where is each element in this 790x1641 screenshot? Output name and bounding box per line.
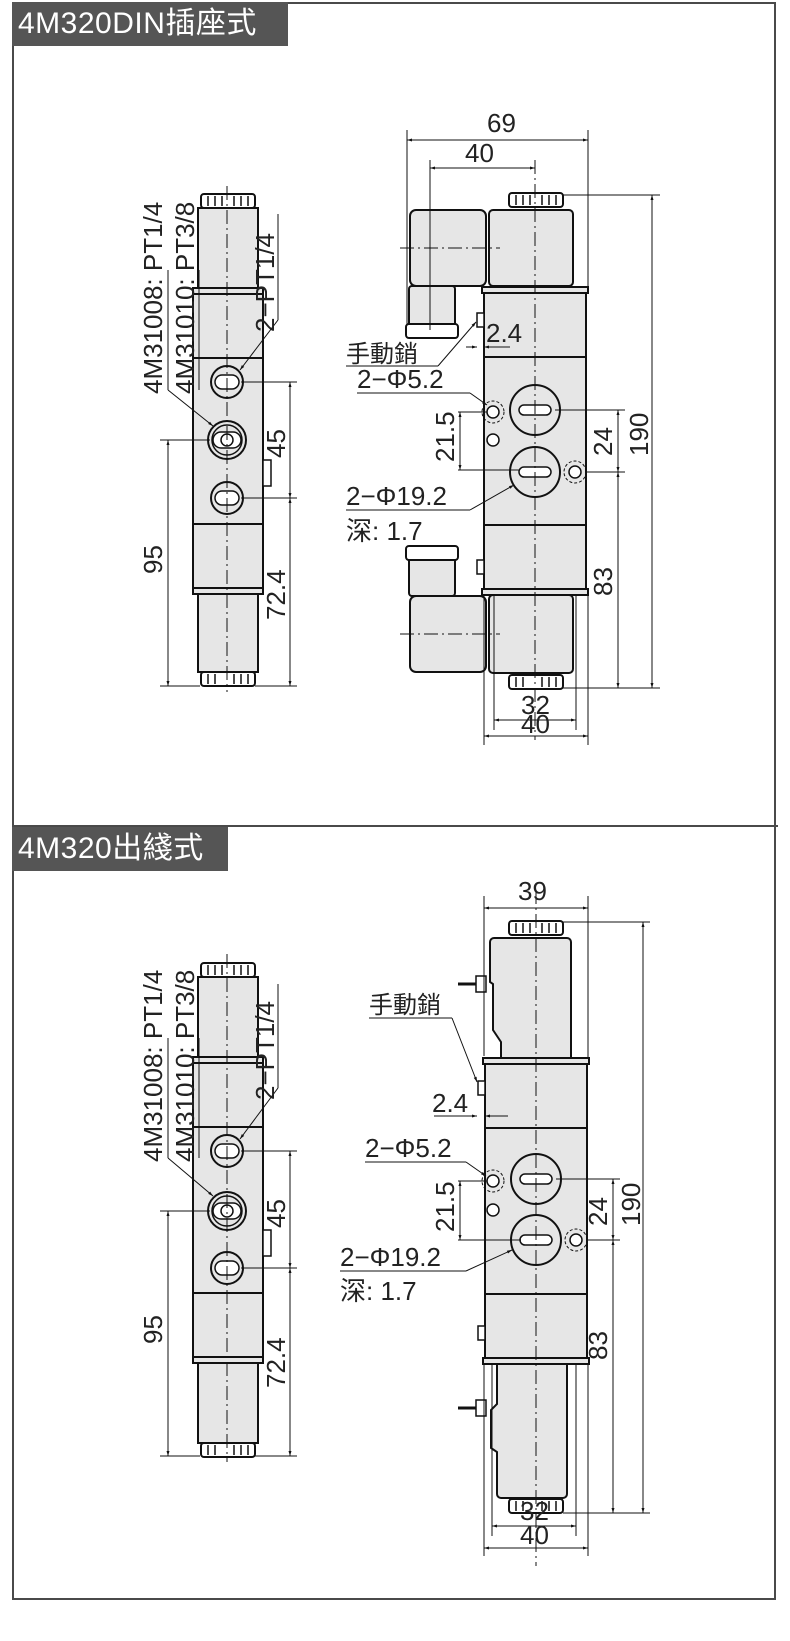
dim-32: 32 bbox=[521, 690, 550, 720]
side-view bbox=[192, 193, 272, 687]
mount-holes-label: 2−Φ5.2 bbox=[365, 1133, 452, 1163]
pilot-port-label: 2−PT1/4 bbox=[250, 1001, 280, 1100]
side-view-dims bbox=[160, 186, 297, 692]
mount-holes-label: 2−Φ5.2 bbox=[357, 364, 444, 394]
port-label-4m31008: 4M31008: PT1/4 bbox=[138, 202, 168, 394]
section-title-din: 4M320DIN插座式 bbox=[12, 2, 288, 46]
port-label-4m31010: 4M31010: PT3/8 bbox=[170, 202, 200, 394]
lead-wire-bottom-icon bbox=[458, 1399, 487, 1417]
dim-40-base: 40 bbox=[520, 1520, 549, 1550]
manual-pin-label: 手動銷 bbox=[369, 992, 441, 1019]
section-title-wire-lead: 4M320出綫式 bbox=[12, 827, 228, 871]
section-divider bbox=[12, 825, 778, 827]
wire-lead-type-drawing: 4M31008: PT1/4 4M31010: PT3/8 2−PT1/4 45… bbox=[138, 876, 650, 1566]
drawing-frame bbox=[12, 2, 776, 1600]
dim-95: 95 bbox=[138, 545, 168, 574]
depth-label: 深: 1.7 bbox=[346, 516, 423, 546]
dim-69: 69 bbox=[487, 108, 516, 138]
front-view-dims bbox=[340, 890, 650, 1566]
dim-83: 83 bbox=[588, 567, 618, 596]
dim-72-4: 72.4 bbox=[261, 569, 291, 620]
dim-21-5: 21.5 bbox=[430, 411, 460, 462]
dim-24: 24 bbox=[588, 427, 618, 456]
pilot-port-label: 2−PT1/4 bbox=[250, 233, 280, 332]
dim-72-4: 72.4 bbox=[261, 1337, 291, 1388]
dim-95: 95 bbox=[138, 1315, 168, 1344]
dim-24: 24 bbox=[583, 1197, 613, 1226]
dim-40-base: 40 bbox=[521, 709, 550, 739]
bottom-coil-icon bbox=[490, 1363, 568, 1499]
dim-port-pitch-45: 45 bbox=[261, 429, 291, 458]
side-view-dims bbox=[160, 954, 297, 1462]
top-cap-icon bbox=[200, 193, 256, 209]
top-coil-icon bbox=[489, 937, 572, 1059]
dim-39: 39 bbox=[518, 876, 547, 906]
dim-190: 190 bbox=[624, 413, 654, 456]
dim-32: 32 bbox=[520, 1496, 549, 1526]
manual-pin-label: 手動銷 bbox=[346, 341, 418, 368]
dim-190: 190 bbox=[616, 1183, 646, 1226]
depth-label: 深: 1.7 bbox=[340, 1276, 417, 1306]
dim-port-pitch-45: 45 bbox=[261, 1199, 291, 1228]
front-view-dims bbox=[346, 130, 660, 745]
lead-wire-top-icon bbox=[458, 975, 487, 993]
dim-83: 83 bbox=[583, 1331, 613, 1360]
side-view bbox=[192, 962, 272, 1458]
dim-2-4: 2.4 bbox=[486, 318, 522, 348]
dim-2-4: 2.4 bbox=[432, 1088, 468, 1118]
port-label-4m31008: 4M31008: PT1/4 bbox=[138, 970, 168, 1162]
din-type-drawing: 4M31008: PT1/4 4M31010: PT3/8 2−PT1/4 45… bbox=[138, 108, 660, 745]
front-view bbox=[458, 920, 590, 1514]
dim-40-coil: 40 bbox=[465, 138, 494, 168]
dim-21-5: 21.5 bbox=[430, 1181, 460, 1232]
counterbore-label: 2−Φ19.2 bbox=[340, 1242, 441, 1272]
port-label-4m31010: 4M31010: PT3/8 bbox=[170, 970, 200, 1162]
counterbore-label: 2−Φ19.2 bbox=[346, 481, 447, 511]
